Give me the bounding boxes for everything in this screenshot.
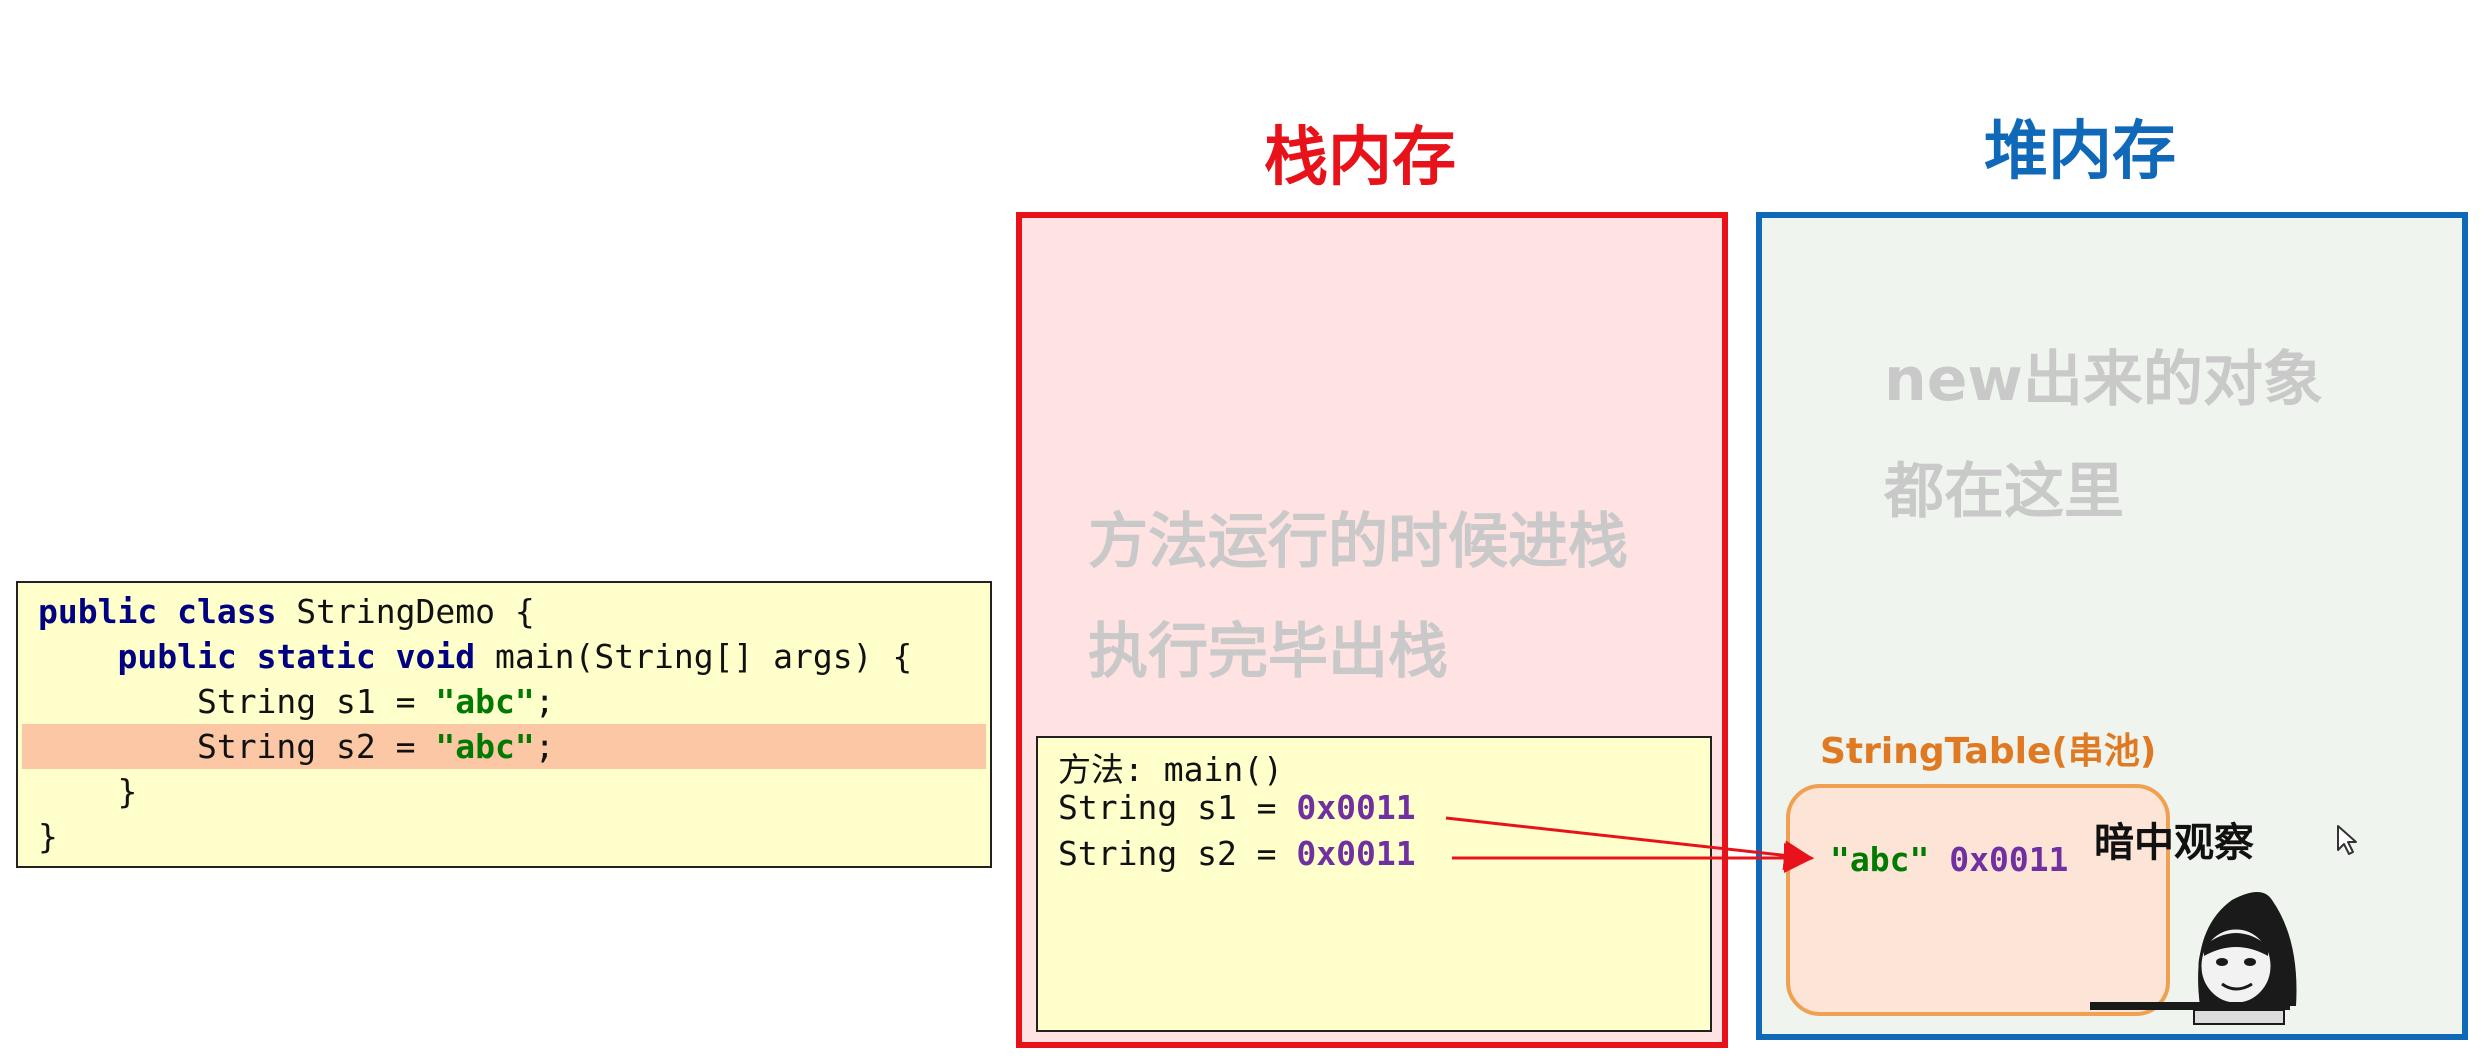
stack-memory-title: 栈内存 [1264,121,1456,195]
code-line: public static void main(String[] args) { [18,634,990,679]
method-frame-main: 方法: main() String s1 = 0x0011 String s2 … [1036,736,1712,1032]
code-indent [38,637,117,676]
code-string-literal: "abc" [435,727,535,766]
code-string-literal: "abc" [435,682,535,721]
stack-description-line1: 方法运行的时候进栈 [1088,507,1628,577]
code-token: } [117,772,138,811]
stack-var-s1-decl: String s1 = [1058,788,1297,827]
code-keyword: class [177,592,277,631]
observer-caption: 暗中观察 [2094,820,2254,866]
code-token: String s1 = [196,682,436,721]
code-token [376,637,396,676]
code-indent [38,727,197,766]
string-table-pool: "abc" 0x0011 [1786,784,2170,1016]
stack-var-s2-decl: String s2 = [1058,834,1297,873]
code-token: } [38,817,58,856]
code-panel: public class StringDemo { public static … [16,581,992,868]
pool-entry-address: 0x0011 [1949,840,2069,879]
stack-var-s1-address: 0x0011 [1296,788,1416,827]
code-token [237,637,257,676]
heap-description-line1: new出来的对象 [1884,345,2323,415]
string-table-label: StringTable(串池) [1820,731,2157,772]
heap-memory-title: 堆内存 [1984,115,2176,189]
stack-memory-box: 方法运行的时候进栈 执行完毕出栈 方法: main() String s1 = … [1016,212,1728,1048]
code-line: String s1 = "abc"; [18,679,990,724]
code-keyword: static [256,637,376,676]
method-frame-header: 方法: main() [1058,750,1283,789]
code-token: StringDemo { [276,592,535,631]
code-line: } [18,814,990,859]
code-line-highlighted: String s2 = "abc"; [22,724,986,769]
stack-var-s2-address: 0x0011 [1296,834,1416,873]
code-token: ; [534,727,555,766]
code-indent [38,772,117,811]
code-token: String s2 = [196,727,436,766]
stack-description-line2: 执行完毕出栈 [1088,617,1448,687]
heap-description-line2: 都在这里 [1884,457,2124,527]
code-token [157,592,177,631]
code-indent [38,682,197,721]
pool-entry-value: "abc" [1830,840,1930,879]
pool-entry-abc: "abc" 0x0011 [1830,840,2068,879]
stack-var-s2: String s2 = 0x0011 [1058,834,1416,874]
stack-var-s1: String s1 = 0x0011 [1058,788,1416,828]
code-keyword: public [38,592,158,631]
code-keyword: public [117,637,237,676]
code-line: public class StringDemo { [18,589,990,634]
code-token: main(String[] args) { [475,637,913,676]
code-token: ; [534,682,555,721]
code-line: } [18,769,990,814]
code-keyword: void [395,637,476,676]
